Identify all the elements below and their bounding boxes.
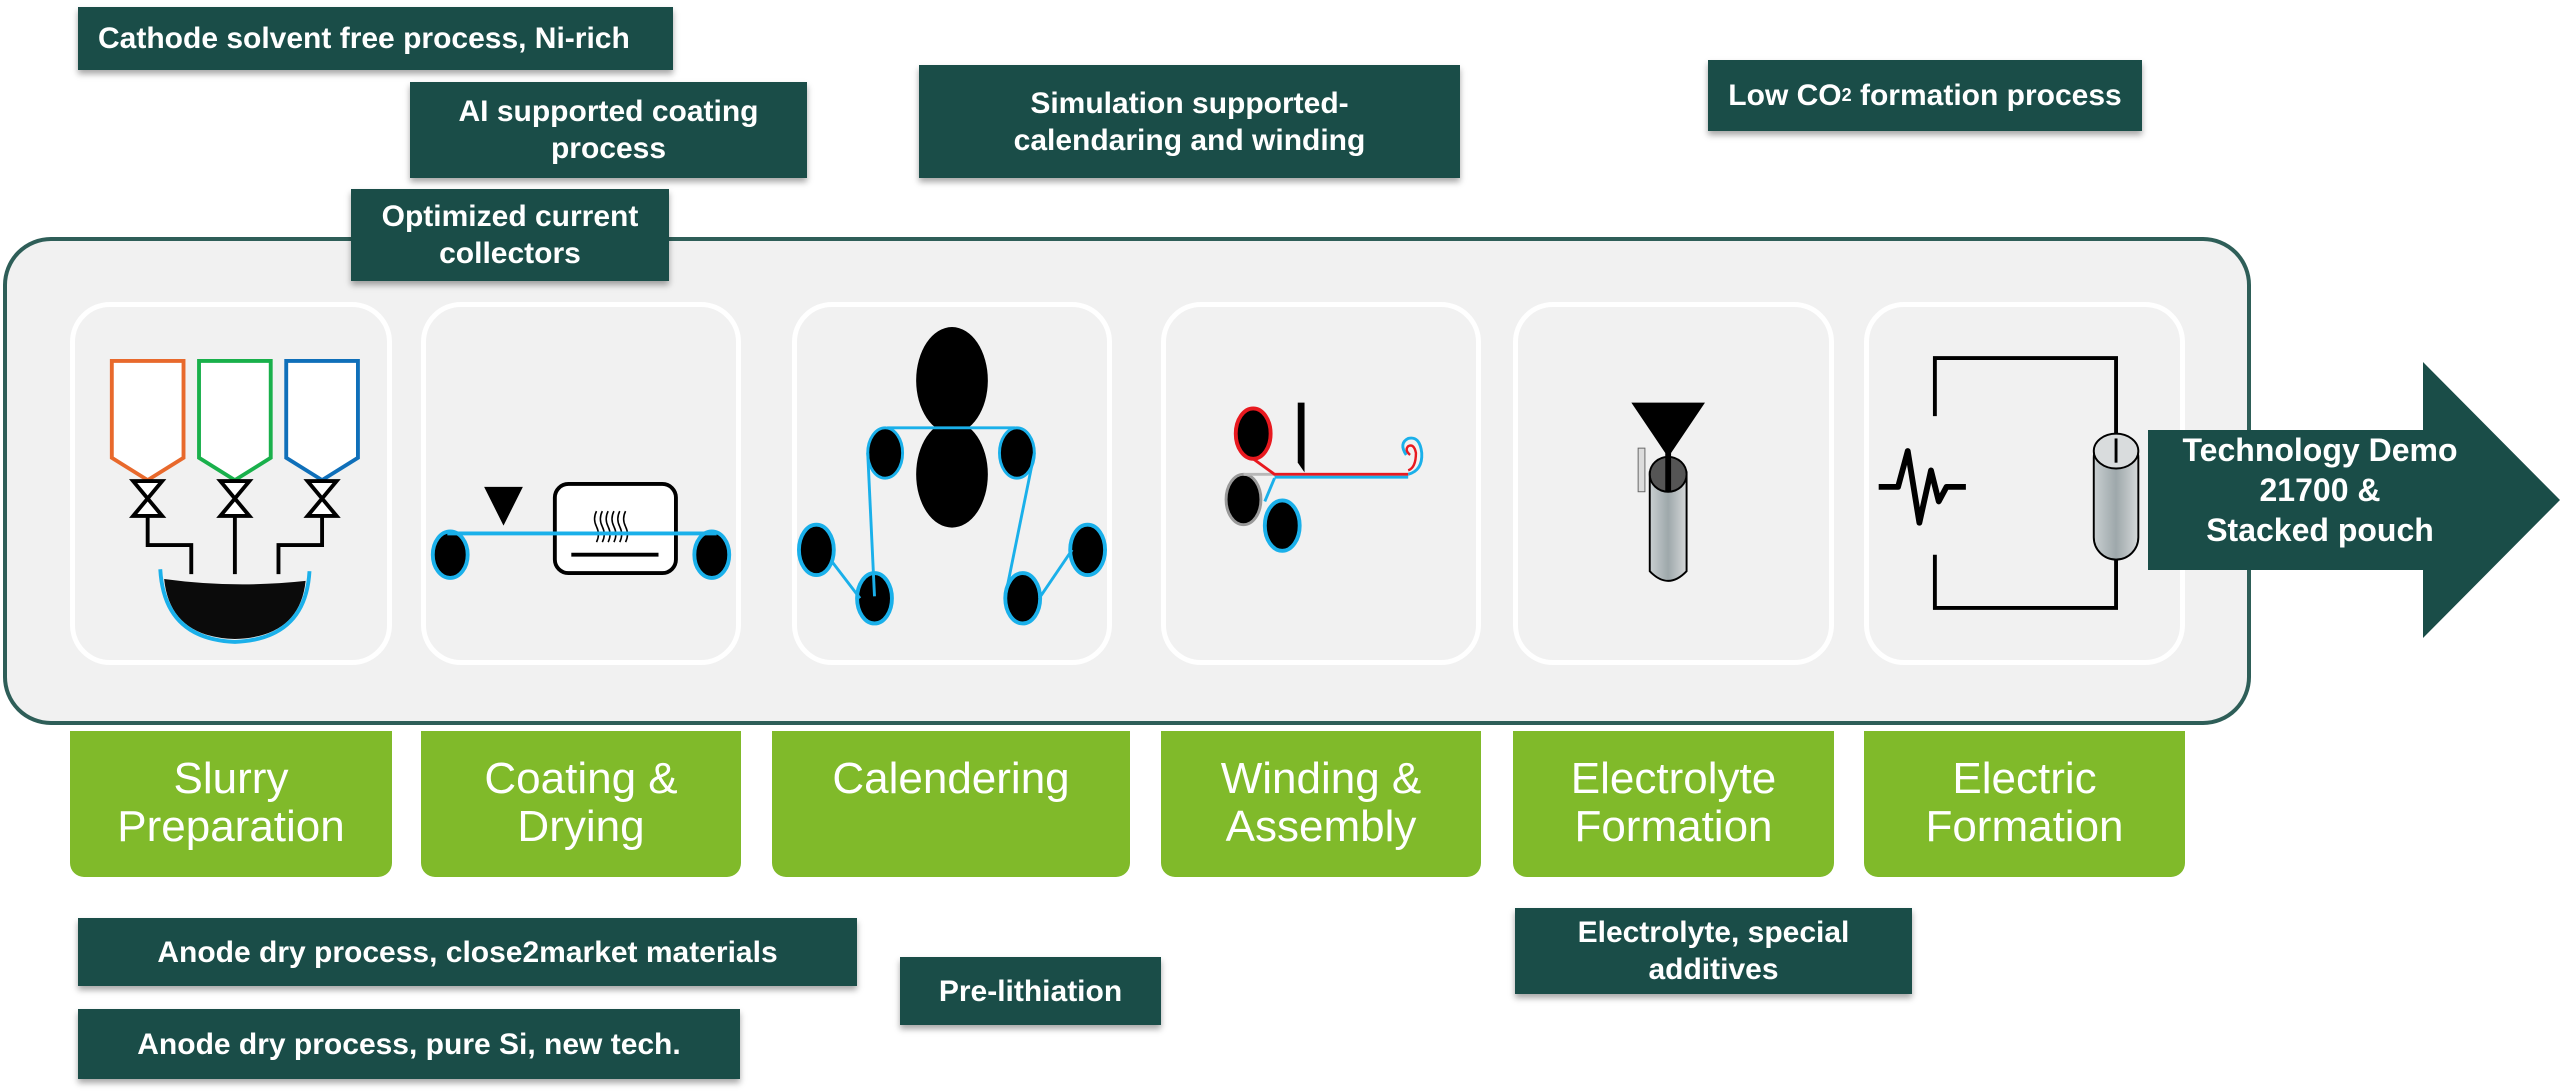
note-electrolyte-special-additives: Electrolyte, special additives: [1515, 908, 1912, 994]
note-low-co2-post: formation process: [1851, 79, 2122, 112]
stage-card-coating: [421, 302, 741, 665]
stage-label-electric-formation: Electric Formation: [1864, 731, 2185, 877]
technology-demo-label: Technology Demo 21700 & Stacked pouch: [2182, 432, 2458, 548]
coating-dryer-icon: [430, 482, 732, 580]
stage-label-winding-assembly: Winding & Assembly: [1161, 731, 1481, 877]
note-anode-close2market: Anode dry process, close2market material…: [78, 918, 857, 986]
note-optimized-current-collectors: Optimized current collectors: [351, 189, 669, 281]
stage-label-electrolyte-formation: Electrolyte Formation: [1513, 731, 1834, 877]
slurry-mixer-icon: [109, 358, 360, 644]
note-simulation-calendaring-winding: Simulation supported- calendaring and wi…: [919, 65, 1460, 178]
calender-rollers-icon: [797, 327, 1107, 626]
note-low-co2-pre: Low CO: [1728, 79, 1842, 112]
electrolyte-filling-icon: [1631, 402, 1705, 582]
note-ai-supported-coating: AI supported coating process: [410, 82, 807, 178]
stage-label-calendering: Calendering: [772, 731, 1130, 877]
note-cathode-solvent-free: Cathode solvent free process, Ni-rich: [78, 7, 673, 70]
technology-demo-arrow: [2148, 362, 2560, 638]
note-low-co2-sub: 2: [1841, 85, 1852, 105]
stage-card-calendering: [792, 302, 1112, 665]
note-pre-lithiation: Pre-lithiation: [900, 957, 1161, 1025]
stage-card-slurry: [70, 302, 392, 665]
stage-label-coating-drying: Coating & Drying: [421, 731, 741, 877]
stage-card-winding: [1161, 302, 1481, 665]
stage-card-electric: [1864, 302, 2185, 665]
electric-circuit-icon: [1878, 356, 2140, 610]
stage-label-slurry-preparation: Slurry Preparation: [70, 731, 392, 877]
stage-card-electrolyte: [1513, 302, 1834, 665]
note-anode-pure-si: Anode dry process, pure Si, new tech.: [78, 1009, 740, 1079]
winding-icon: [1224, 402, 1424, 553]
